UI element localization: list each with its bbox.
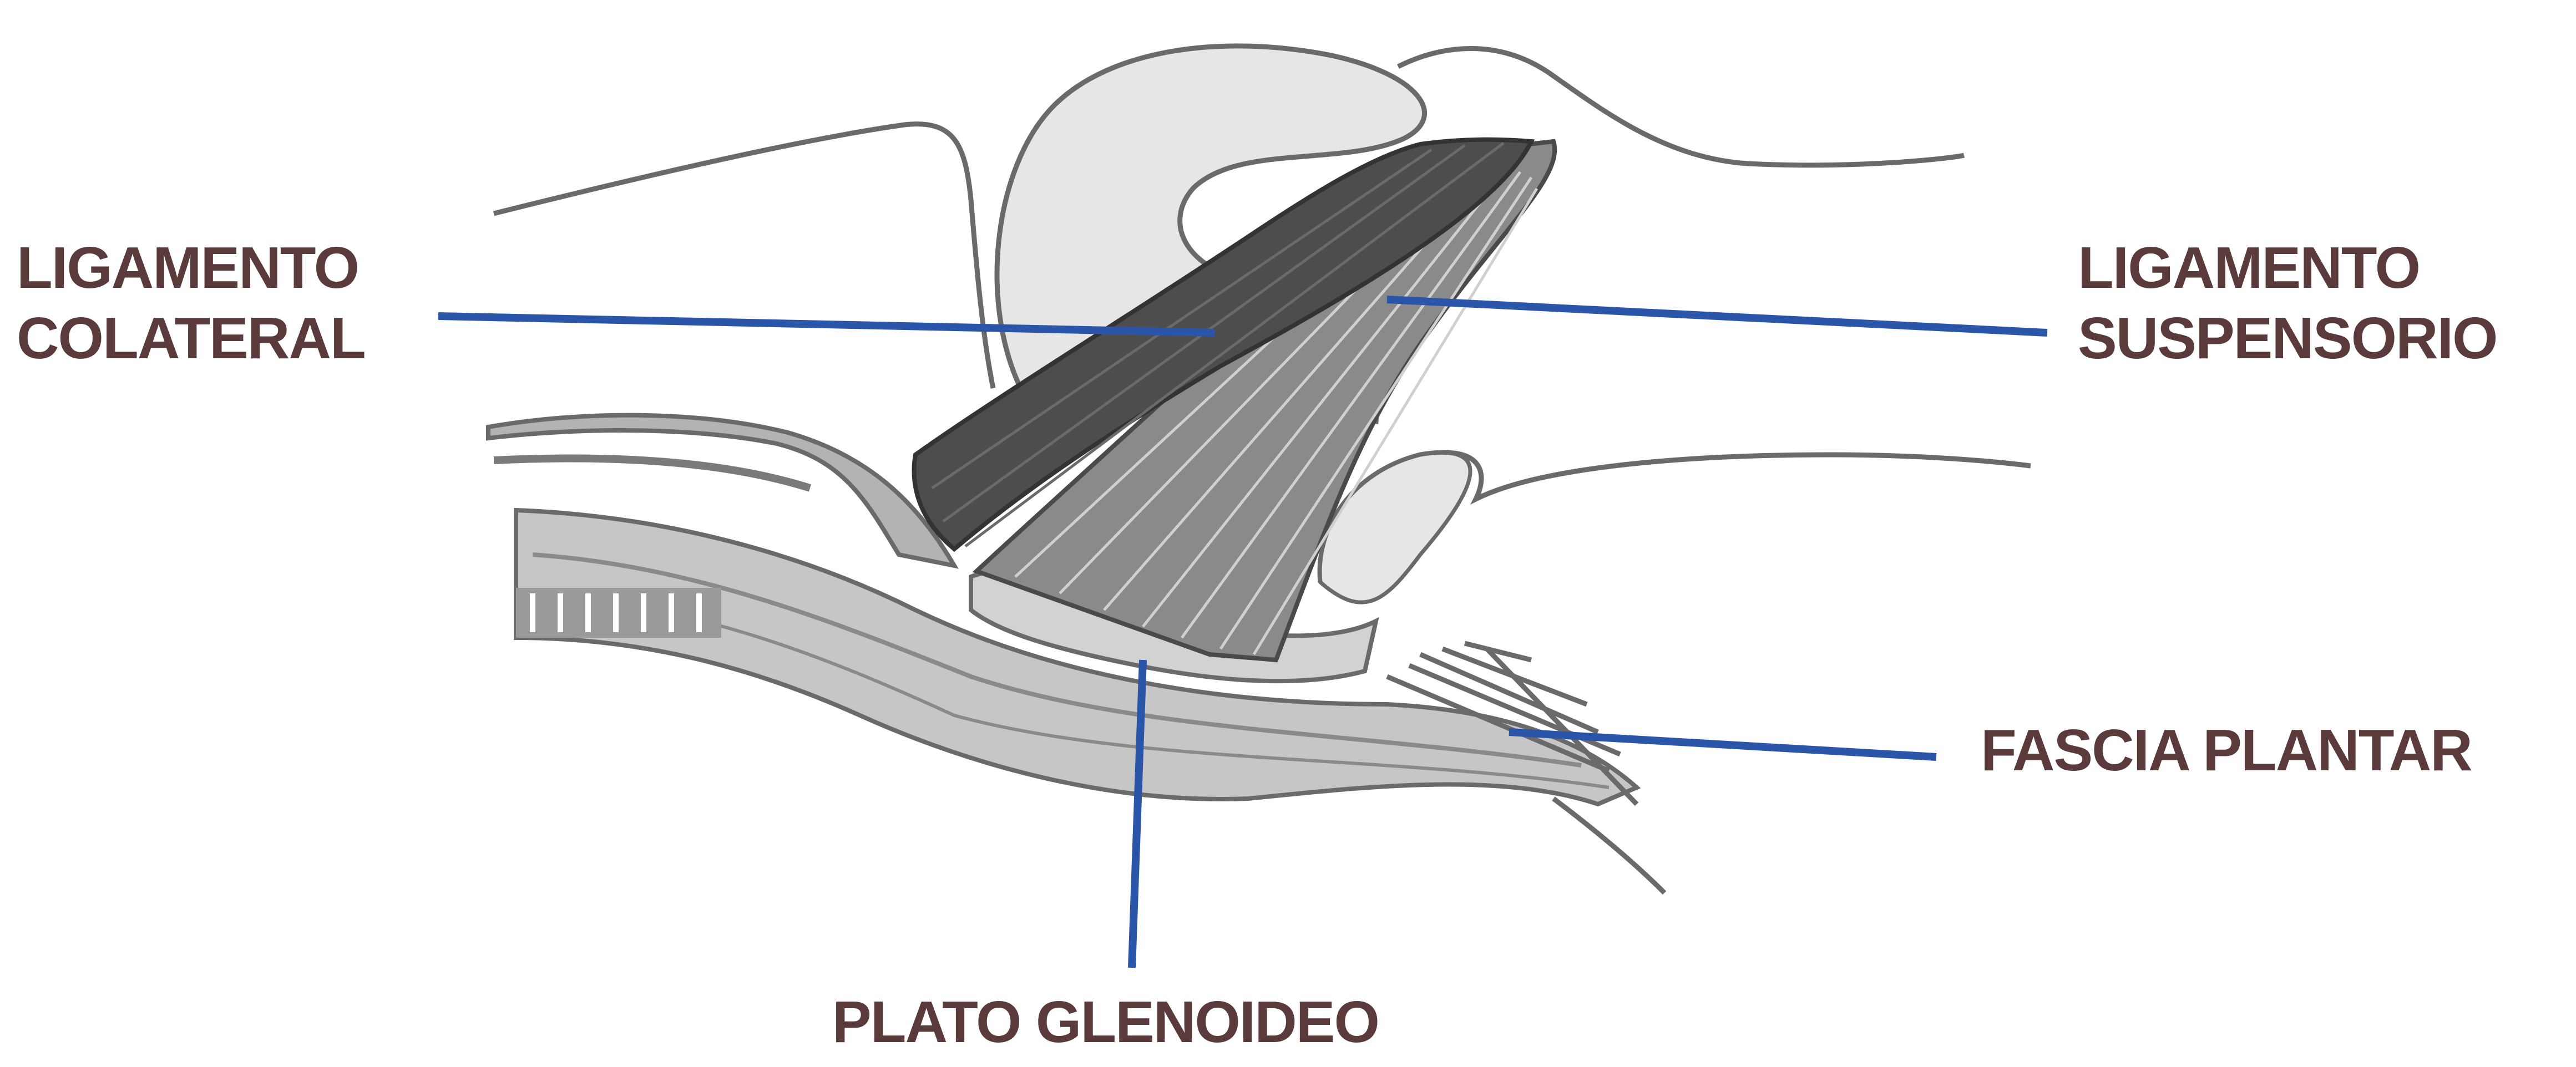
label-fascia-plantar: FASCIA PLANTAR (1981, 715, 2472, 786)
label-colateral-line2: COLATERAL (17, 303, 365, 374)
label-suspensorio-line2: SUSPENSORIO (2078, 303, 2497, 374)
tendon-fringe-lines (533, 593, 699, 632)
label-plato-glenoideo: PLATO GLENOIDEO (832, 987, 1379, 1058)
label-suspensorio-line1: LIGAMENTO (2078, 233, 2497, 303)
label-plato-text: PLATO GLENOIDEO (832, 987, 1379, 1058)
flexor-tendon-stripe (494, 459, 810, 488)
label-ligamento-suspensorio: LIGAMENTO SUSPENSORIO (2078, 233, 2497, 374)
leader-line-suspensorio (1387, 299, 2047, 333)
upper-outline (494, 124, 993, 388)
label-colateral-line1: LIGAMENTO (17, 233, 365, 303)
label-fascia-text: FASCIA PLANTAR (1981, 715, 2472, 786)
label-ligamento-colateral: LIGAMENTO COLATERAL (17, 233, 365, 374)
